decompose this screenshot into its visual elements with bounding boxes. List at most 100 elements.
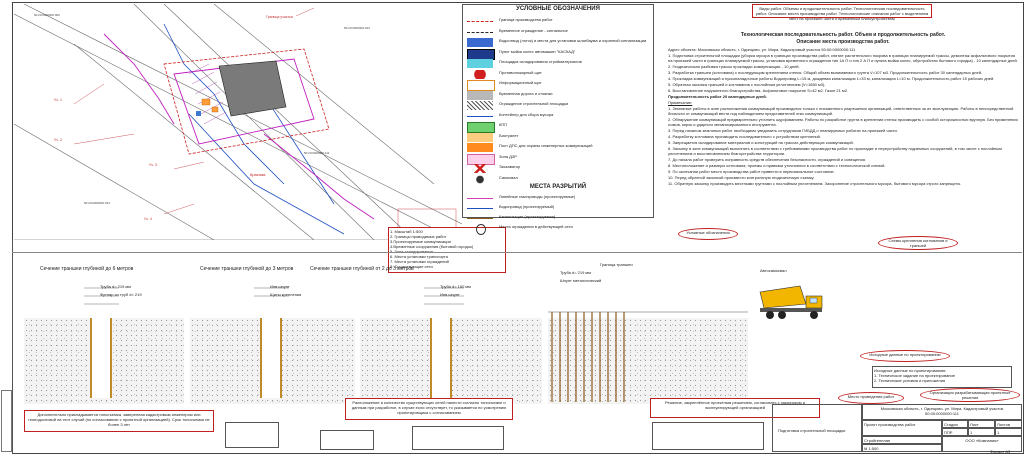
sheet-frame: [12, 2, 1024, 454]
casing-label-1: Футляр из труб d= 219: [100, 292, 142, 297]
scheme-item: 7. Места установки ограждений: [390, 259, 449, 264]
pipe-label-1: Труба d= 219 мм: [100, 284, 131, 289]
svg-text:50:20:0000000:222: 50:20:0000000:222: [344, 26, 370, 30]
legend-swatch-icon: [467, 143, 493, 152]
scheme-item: 8. Существующие сети: [390, 264, 433, 269]
networks-callout: Расположение и количество существующих с…: [345, 398, 513, 420]
legend-label: Канализация (проектируемая): [499, 214, 556, 219]
legend-subtitle: МЕСТА РАЗРЫТИЙ: [529, 184, 587, 190]
legend-swatch-icon: [467, 115, 493, 117]
remark-line: 7. До начала работ проверить исправность…: [668, 157, 867, 162]
scheme-item: 6. Места установки транспорта: [390, 254, 448, 259]
legend-title: УСЛОВНЫЕ ОБОЗНАЧЕНИЯ: [516, 6, 600, 12]
legend-label: Водопровод (проектируемый): [499, 204, 555, 209]
tb-stage-label: Стадия: [942, 420, 968, 428]
casing-label-4: Шпунт металлический: [560, 278, 602, 283]
legend-label: КПП: [499, 122, 508, 127]
legend-row-excavation: Линейные газопроводы (проектируемые): [463, 192, 653, 206]
legend-label: Самосвал: [499, 174, 518, 180]
initial-data-callout: Исходные данные по проектированию: [860, 350, 950, 362]
svg-text:50:20:0000000:111: 50:20:0000000:111: [304, 151, 330, 155]
legend-label: Площадка складирования стройматериалов: [499, 59, 582, 64]
notes-body: Адрес объекта: Московская область, г. Од…: [668, 47, 1018, 187]
notes-title: Технологическая последовательность работ…: [740, 32, 946, 38]
decision-callout: Решение, закреплённое проектным решением…: [650, 398, 820, 418]
tb-doc-name: Подготовка строительной площадки: [778, 428, 846, 433]
legend-swatch-icon: [476, 224, 486, 235]
tb-format: Формат А3: [990, 449, 1011, 454]
legend-label: Граница производства работ: [499, 17, 553, 22]
legend-label: Зона ДЗР: [499, 153, 517, 159]
legend-swatch-icon: [467, 101, 493, 110]
legend-label: Информационный щит: [499, 80, 542, 85]
remark-line: 9. По окончании работ место производства…: [668, 169, 835, 174]
place-callout: Место проведения работ: [838, 392, 904, 404]
section-title-2: Сечение траншеи глубиной до 3 метров: [200, 266, 294, 272]
notes-line: 6. Восстановление нарушенного благоустро…: [668, 88, 849, 93]
topo-callout: Дополнительно прикладывается топосъемка,…: [24, 410, 214, 432]
tb-scale: М 1:500: [862, 444, 942, 452]
notes-address: Адрес объекта: Московская область, г. Од…: [668, 47, 856, 52]
legend-row-excavation: Водопровод (проектируемый): [463, 202, 653, 216]
legend-row: Экскаватор: [463, 162, 653, 176]
legend-label: Пункт мойки колес автомашин "КАСКАД": [499, 48, 576, 54]
legend-row: Ограждение строительной площадки: [463, 99, 653, 113]
pipe-label-2: Инв.шпунт: [270, 284, 290, 289]
legend-label: Водоотвод (лоток) и места для установки …: [499, 38, 647, 43]
initial-data-line: 2. Технические условия и приложения: [874, 378, 946, 383]
legend-label: Пост ДПС для охраны инженерных коммуника…: [499, 143, 593, 148]
site-plan: Граница участка Уч. 1 Уч. 2 Уч. 3 Уч. 4 …: [14, 4, 462, 240]
section-divider: [12, 252, 1022, 253]
tb-project: Проект производства работ: [862, 420, 942, 436]
section-annotations: [84, 287, 464, 305]
scheme-item: 2. Границы проводимых работ: [390, 234, 447, 239]
remark-line: 11. Обратную засыпку производить местным…: [668, 181, 962, 186]
pipe-label-4: Труба d= 219 мм: [560, 270, 591, 275]
legend-swatch-icon: [467, 21, 493, 22]
legend-swatch-icon: [467, 174, 493, 184]
notes-header-callout: Виды работ. Объемы и продолжительность р…: [752, 4, 932, 21]
remark-line: 2. Обнаружение коммуникаций предваритель…: [668, 117, 1018, 127]
soil-section-4: [548, 318, 748, 404]
empty-box: [652, 422, 764, 450]
section-title-3: Сечение траншеи глубиной от 2 до 3 метро…: [310, 266, 414, 272]
initial-data-line: 1. Техническое задание на проектирование: [874, 373, 955, 378]
legend-label: Места ограждения в действующей сети: [499, 224, 573, 229]
remark-line: 8. Местоположение и размеры котлована, п…: [668, 163, 886, 168]
legend-row: Противопожарный щит: [463, 68, 653, 82]
empty-box: [225, 422, 279, 448]
tb-sheet-label: Лист: [968, 420, 995, 428]
notes-line: 4. Прокладка коммуникаций и пусконаладоч…: [668, 76, 995, 81]
truck-label: Автосамосвал: [760, 268, 787, 273]
scheme-item: 5. Зона складирования: [390, 249, 433, 254]
legend-callout: Условные обозначения: [678, 228, 738, 240]
pipe-label-3: Труба d= 160 мм: [440, 284, 471, 289]
title-block: Московская область, г. Одинцово, ул. Мир…: [772, 404, 1022, 452]
remark-line: 5. Запрещается складирование материалов …: [668, 140, 854, 145]
section-title-1: Сечение траншеи глубиной до 6 метров: [40, 266, 134, 272]
notes-line: Продолжительность работ 20 календарных д…: [668, 94, 767, 99]
legend-row: Водоотвод (лоток) и места для установки …: [463, 36, 653, 50]
legend-swatch-icon: [467, 132, 493, 142]
tb-sign-col: [772, 404, 862, 452]
legend-swatch-icon: [467, 198, 493, 199]
tb-address: Московская область, г. Одинцово, ул. Мир…: [862, 404, 1022, 420]
legend-row: Площадка складирования стройматериалов: [463, 57, 653, 71]
trench-2: [260, 318, 282, 398]
legend-row: Самосвал: [463, 173, 653, 187]
tb-sheets-value: 1: [995, 428, 1022, 436]
remark-line: 10. Перед обратной засыпкой произвести к…: [668, 175, 815, 180]
remark-line: 6. Засыпку в зоне коммуникаций выполнять…: [668, 146, 1002, 156]
tb-stage-value: ППР: [942, 428, 968, 436]
tb-sheet-value: 1: [968, 428, 995, 436]
svg-text:Уч. 1: Уч. 1: [54, 98, 62, 102]
empty-box: [320, 430, 374, 450]
legend-label: Ограждение строительной площадки: [499, 101, 569, 106]
legend-label: Контейнер для сбора мусора: [499, 111, 554, 117]
notes-line: 1. Подготовка строительной площадки (убо…: [668, 53, 1018, 63]
notes-panel: Виды работ. Объемы и продолжительность р…: [652, 4, 1022, 224]
building-footprint: [218, 60, 287, 117]
legend-label: Биотуалет: [499, 132, 519, 138]
